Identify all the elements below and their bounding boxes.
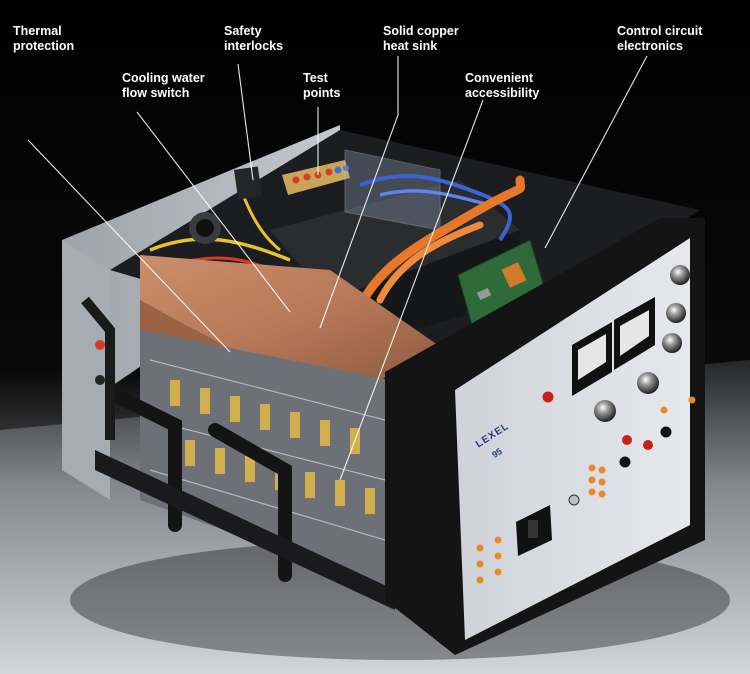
callout-thermal-protection: Thermal protection [13, 24, 75, 53]
callout-control-circuit-electronics: Control circuit electronics [617, 24, 703, 53]
callout-safety-interlocks: Safety interlocks [224, 24, 284, 53]
callout-test-points: Test points [303, 71, 341, 100]
callout-cooling-water-flow-switch: Cooling water flow switch [122, 71, 205, 100]
callout-solid-copper-heat-sink: Solid copper heat sink [383, 24, 459, 53]
callout-convenient-accessibility: Convenient accessibility [465, 71, 540, 100]
